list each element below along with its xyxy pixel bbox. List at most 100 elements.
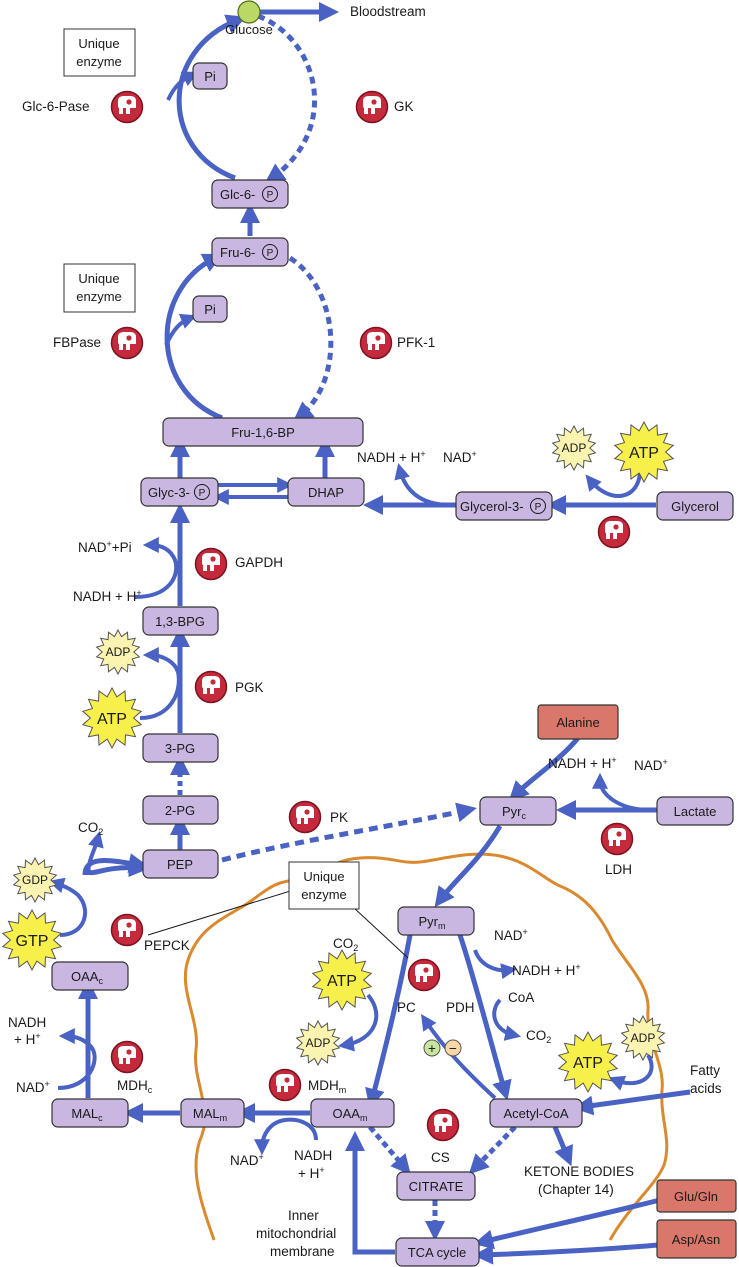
node-tca: [395, 1237, 480, 1267]
enzyme-label-gapdh: GAPDH: [235, 555, 283, 570]
enzyme-icon-pk: [288, 800, 322, 834]
plus-sign: +: [428, 1041, 436, 1056]
cofactor-nad-mdhc: NAD+: [16, 1079, 50, 1095]
node-glugln: [656, 1179, 737, 1213]
enzyme-icon-mdhm: [268, 1068, 302, 1102]
fatty-acids-label-2: acids: [690, 1081, 722, 1096]
enzyme-icon-glc6pase: [110, 90, 144, 124]
enzyme-icon-gk: [355, 90, 389, 124]
glugln-label: Glu/Gln: [674, 1189, 718, 1204]
enzyme-icon-mdhc: [110, 1040, 144, 1074]
enzyme-label-pc: PC: [397, 1000, 416, 1015]
citrate-label: CITRATE: [409, 1179, 464, 1194]
node-2pg: [142, 795, 219, 825]
unique-enzyme-box-1: [63, 28, 136, 77]
node-dhap: [287, 477, 365, 507]
phospho-icon: P: [267, 190, 274, 201]
acetylcoa-label: Acetyl-CoA: [503, 1106, 568, 1121]
phospho-icon: P: [199, 488, 206, 499]
glycerol3p-label: Glycerol-3-: [460, 499, 524, 514]
gtp-star-pepck: [1, 908, 63, 972]
cofactor-nadh-gapdh: NADH + H+: [73, 588, 142, 604]
unique-enzyme-box-3: [288, 861, 360, 910]
adp-star-glycerol-label: ADP: [562, 441, 587, 455]
atp-star-pc: [311, 948, 373, 1012]
enzyme-label-mdhm: MDHm: [308, 1078, 346, 1095]
node-aspasn: [656, 1219, 737, 1259]
cofactor-coa-pdh: CoA: [508, 990, 534, 1005]
ketone-bodies-label: KETONE BODIES: [524, 1164, 634, 1179]
node-glycerol3p: [455, 491, 553, 521]
node-pyrm: [397, 906, 475, 936]
cofactor-co2-pdh: CO2: [526, 1028, 551, 1045]
enzyme-label-pepck: PEPCK: [144, 938, 190, 953]
malm-label: MALm: [193, 1106, 227, 1123]
unique-enzyme-3-line1: Unique: [303, 869, 344, 884]
unique-enzyme-3-line2: enzyme: [301, 887, 347, 902]
enzyme-label-cs: CS: [431, 1150, 450, 1165]
node-citrate: [396, 1171, 476, 1201]
unique-enzyme-2-line2: enzyme: [76, 289, 122, 304]
node-fru16bp: [162, 417, 364, 447]
fru6p-label: Fru-6-: [220, 245, 255, 260]
enzyme-icon-pfk1: [359, 326, 393, 360]
oaam-label: OAAm: [333, 1106, 368, 1123]
node-pi-top: [192, 62, 228, 90]
phospho-icon: P: [535, 502, 542, 513]
enzyme-icon-glycerol-kinase: [597, 515, 631, 549]
13bpg-label: 1,3-BPG: [155, 614, 205, 629]
enzyme-label-mdhc: MDHc: [117, 1078, 153, 1095]
cofactor-nad-lactate: NAD+: [634, 757, 668, 773]
node-pi-mid: [192, 295, 228, 323]
atp-star-glycerol-label: ATP: [629, 445, 659, 462]
2pg-label: 2-PG: [165, 803, 195, 818]
cofactor-nadh-mdhc: NADH: [8, 1015, 46, 1030]
gtp-star-pepck-label: GTP: [16, 933, 49, 950]
adp-star-fatty-label: ADP: [631, 1031, 656, 1045]
pyrc-label: Pyrc: [502, 804, 527, 821]
adp-star-pc-label: ADP: [306, 1036, 331, 1050]
phospho-icon: P: [267, 248, 274, 259]
dhap-label: DHAP: [308, 485, 344, 500]
unique-enzyme-1-line1: Unique: [78, 36, 119, 51]
membrane-label-1: Inner: [288, 1208, 319, 1223]
oaac-label: OAAc: [71, 969, 103, 986]
bloodstream-label: Bloodstream: [350, 4, 426, 19]
enzyme-icon-cs: [426, 1108, 460, 1142]
pi-mid-label: Pi: [204, 302, 216, 317]
cofactor-nad-mdhm: NAD+: [230, 1152, 264, 1168]
node-malm: [180, 1098, 245, 1128]
adp-star-glycerol: [551, 424, 597, 472]
atp-star-pc-label: ATP: [327, 973, 357, 990]
enzyme-label-pfk1: PFK-1: [397, 335, 435, 350]
cofactor-nadh-pdh: NADH + H+: [512, 962, 581, 978]
unique-enzyme-2-line1: Unique: [78, 271, 119, 286]
enzyme-icon-pc: [407, 958, 441, 992]
ketone-chapter-label: (Chapter 14): [538, 1182, 614, 1197]
node-acetylcoa: [489, 1098, 583, 1128]
pep-label: PEP: [167, 857, 193, 872]
glucose-dot: [237, 0, 261, 24]
inhibition-sign: [444, 1039, 462, 1057]
cofactor-co2-pc: CO2: [333, 936, 358, 953]
adp-star-pc: [295, 1019, 341, 1067]
pyrm-label: Pyrm: [419, 914, 446, 931]
glyc3p-label: Glyc-3-: [148, 485, 190, 500]
glucose-label: Glucose: [225, 22, 273, 37]
enzyme-label-pgk: PGK: [235, 680, 264, 695]
enzyme-icon-pepck: [110, 913, 144, 947]
cofactor-nadh-glycerol: NADH + H+: [357, 449, 426, 465]
tca-label: TCA cycle: [408, 1245, 467, 1260]
fatty-acids-label-1: Fatty: [690, 1063, 720, 1078]
enzyme-label-pdh: PDH: [446, 1000, 475, 1015]
adp-star-fatty: [620, 1014, 666, 1062]
cofactor-nad-glycerol: NAD+: [443, 449, 477, 465]
lactate-label: Lactate: [674, 804, 717, 819]
enzyme-label-ldh: LDH: [605, 862, 632, 877]
node-glycerol: [656, 491, 734, 521]
enzyme-label-gk: GK: [394, 99, 414, 114]
enzyme-label-glc6pase: Glc-6-Pase: [22, 99, 90, 114]
node-13bpg: [142, 606, 219, 636]
cofactor-nadh-lactate: NADH + H+: [548, 755, 617, 771]
cofactor-h-mdhm: + H+: [298, 1165, 325, 1181]
